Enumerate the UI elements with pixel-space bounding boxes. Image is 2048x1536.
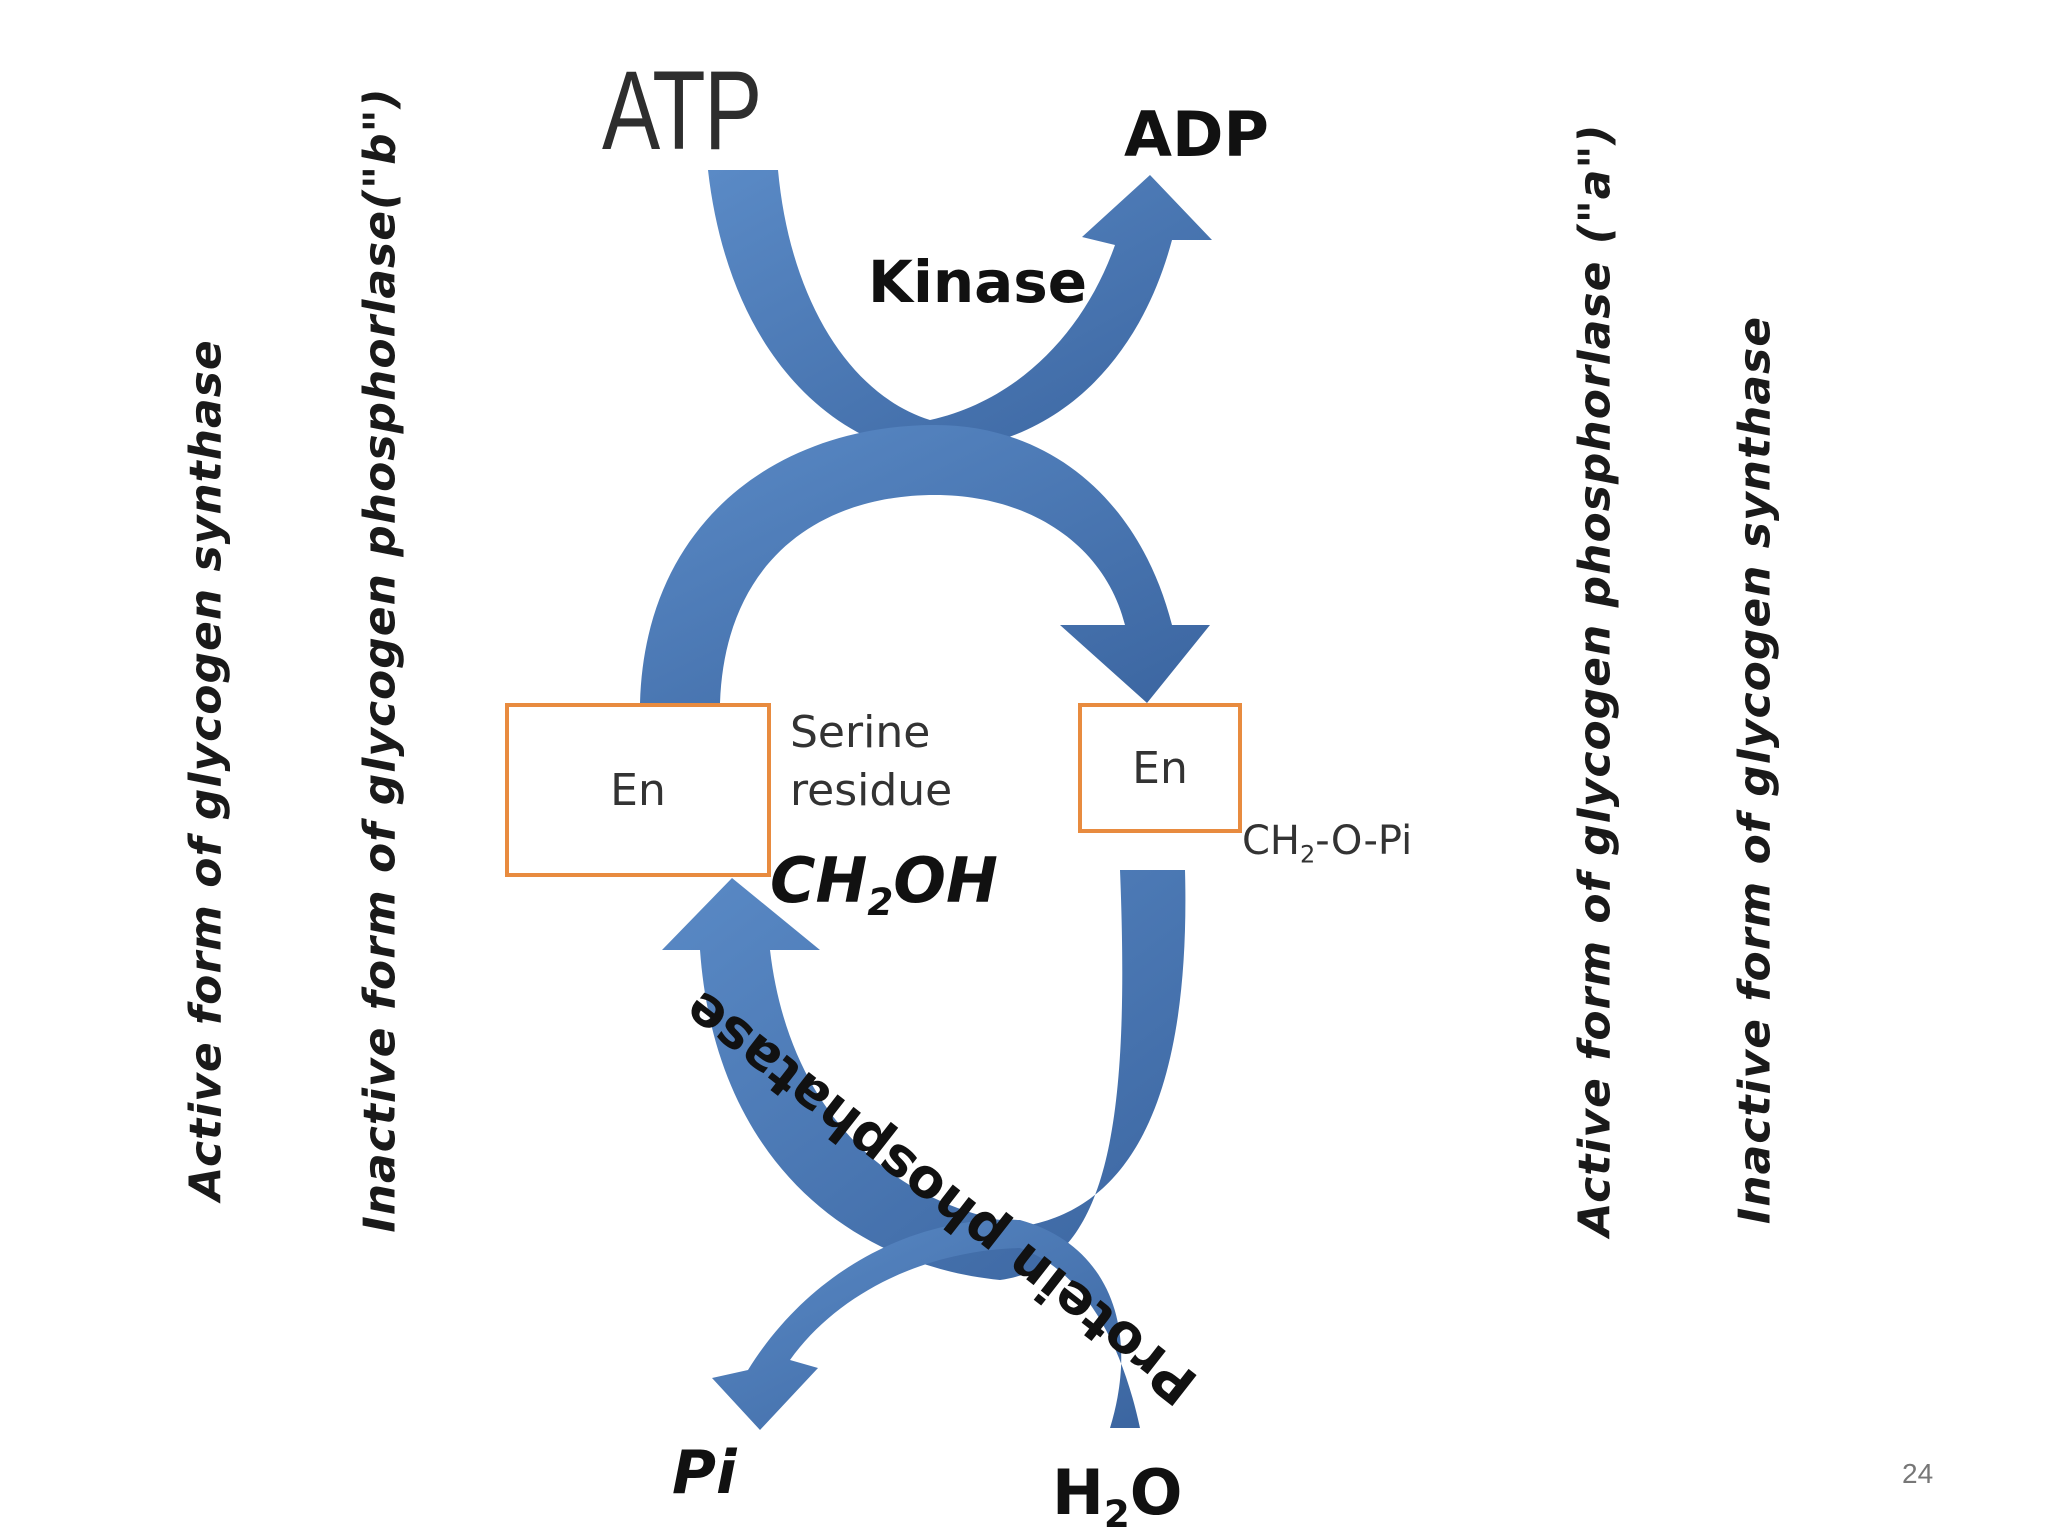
enzyme-label-right: En (1132, 742, 1188, 794)
enzyme-label-left: En (610, 764, 666, 816)
ch2opi-part-b: -O-Pi (1315, 818, 1413, 864)
serine-residue-label: Serine residue (790, 704, 952, 820)
ch2opi-subscript: 2 (1300, 840, 1316, 869)
serine-line-1: Serine (790, 707, 931, 758)
h2o-part-b: O (1129, 1456, 1183, 1529)
h2o-label: H2O (1052, 1456, 1183, 1536)
phosphorylation-arc-arrow (640, 425, 1210, 703)
pi-label: Pi (672, 1438, 737, 1508)
adp-label: ADP (1124, 98, 1269, 171)
kinase-swoosh-arrow (708, 170, 1212, 450)
ch2oh-label: CH2OH (770, 844, 998, 924)
ch2oh-part-a: CH (770, 844, 868, 917)
page-number: 24 (1902, 1458, 1934, 1489)
serine-line-2: residue (790, 765, 953, 816)
h2o-subscript: 2 (1103, 1492, 1130, 1536)
phosphatase-swoosh-arrow (712, 1219, 1140, 1430)
ch2opi-part-a: CH (1242, 818, 1301, 864)
enzyme-box-dephosphorylated: En (505, 703, 771, 877)
ch2opi-label: CH2-O-Pi (1242, 818, 1412, 868)
kinase-label: Kinase (868, 248, 1088, 316)
dephosphorylation-arc-arrow (662, 870, 1186, 1280)
enzyme-box-phosphorylated: En (1078, 703, 1242, 833)
atp-label: ATP (602, 48, 762, 173)
h2o-part-a: H (1052, 1456, 1104, 1529)
ch2oh-part-b: OH (893, 844, 998, 917)
ch2oh-subscript: 2 (867, 880, 894, 925)
